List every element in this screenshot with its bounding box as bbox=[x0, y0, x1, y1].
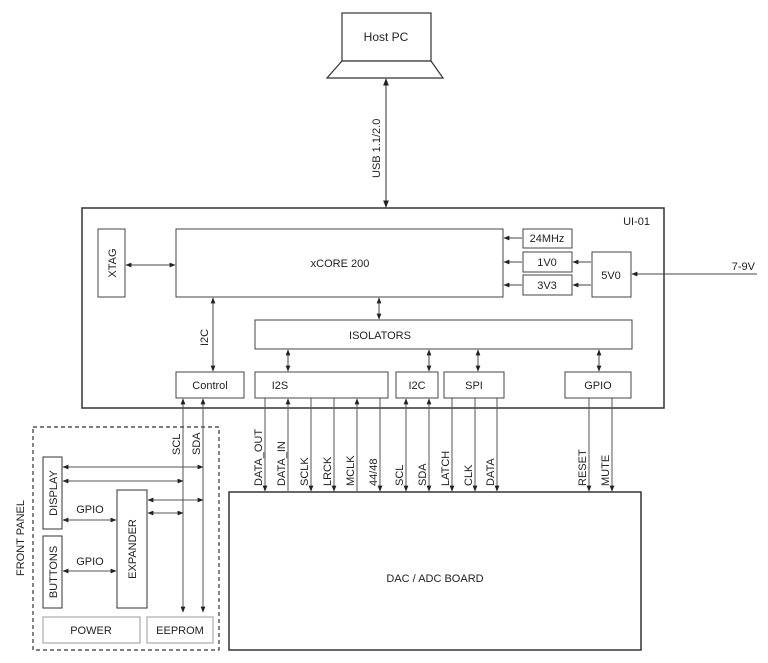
i2c-label: I2C bbox=[408, 380, 425, 392]
power-label: POWER bbox=[70, 625, 112, 637]
signal-labels: DATA_OUT DATA_IN SCLK LRCK MCLK 44/48 SC… bbox=[253, 429, 612, 486]
host-pc-keyboard bbox=[325, 60, 445, 79]
regulator-block bbox=[591, 251, 632, 298]
gpio-block bbox=[564, 371, 632, 399]
isolators-label: ISOLATORS bbox=[349, 330, 411, 342]
signal-label: SCLK bbox=[299, 457, 311, 486]
buttons-gpio-label: GPIO bbox=[76, 556, 104, 568]
display-block bbox=[42, 456, 63, 530]
control-label: Control bbox=[192, 380, 227, 392]
host-pc-label: Host PC bbox=[364, 30, 409, 44]
signal-lines bbox=[262, 398, 615, 492]
control-block bbox=[175, 371, 245, 399]
host-pc: Host PC bbox=[325, 12, 445, 79]
rail-1v0-block bbox=[522, 251, 573, 273]
board-name: UI-01 bbox=[623, 216, 650, 228]
i2c-block bbox=[395, 371, 439, 399]
usb-label: USB 1.1/2.0 bbox=[371, 119, 383, 178]
buttons-label: BUTTONS bbox=[48, 546, 60, 598]
display-gpio-label: GPIO bbox=[76, 504, 104, 516]
signal-label: MCLK bbox=[345, 455, 357, 486]
xcore-block bbox=[175, 228, 504, 298]
signal-label: 44/48 bbox=[368, 458, 380, 486]
power-block bbox=[42, 616, 141, 644]
control-sda-label: SDA bbox=[191, 432, 203, 455]
front-panel-label: FRONT PANEL bbox=[15, 500, 27, 576]
front-panel bbox=[32, 426, 220, 651]
signal-label: LATCH bbox=[440, 451, 452, 486]
signal-label: DATA bbox=[485, 458, 497, 486]
signal-label: DATA_IN bbox=[276, 441, 288, 486]
signal-label: SCL bbox=[394, 465, 406, 486]
expander-block bbox=[116, 489, 148, 609]
rail-3v3-label: 3V3 bbox=[537, 280, 557, 292]
spi-label: SPI bbox=[465, 380, 483, 392]
eeprom-label: EEPROM bbox=[156, 625, 204, 637]
isolators-block bbox=[254, 319, 633, 350]
spi-block bbox=[443, 371, 505, 399]
xcore-label: xCORE 200 bbox=[311, 258, 370, 270]
signal-label: MUTE bbox=[600, 455, 612, 486]
signal-label: DATA_OUT bbox=[253, 429, 265, 486]
display-label: DISPLAY bbox=[48, 470, 60, 516]
i2s-block bbox=[254, 371, 389, 399]
host-pc-screen bbox=[341, 12, 432, 62]
gpio-label: GPIO bbox=[584, 380, 612, 392]
power-input-label: 7-9V bbox=[732, 261, 756, 273]
expander-label: EXPANDER bbox=[127, 519, 139, 579]
regulator-label: 5V0 bbox=[601, 270, 621, 282]
xtag-block bbox=[97, 228, 126, 298]
control-scl-label: SCL bbox=[171, 434, 183, 455]
rail-1v0-label: 1V0 bbox=[537, 257, 557, 269]
signal-label: CLK bbox=[463, 464, 475, 486]
i2s-label: I2S bbox=[272, 380, 289, 392]
eeprom-block bbox=[146, 616, 214, 644]
signal-label: LRCK bbox=[322, 456, 334, 486]
dac-adc-board bbox=[228, 491, 642, 651]
buttons-block bbox=[42, 535, 63, 609]
xtag-label: XTAG bbox=[107, 248, 119, 277]
dac-adc-label: DAC / ADC BOARD bbox=[386, 573, 483, 585]
signal-label: SDA bbox=[417, 463, 429, 486]
clock-label: 24MHz bbox=[530, 233, 565, 245]
i2c-link-label: I2C bbox=[199, 329, 211, 346]
clock-block bbox=[522, 228, 573, 249]
rail-3v3-block bbox=[522, 274, 573, 296]
ui01-board bbox=[81, 207, 665, 409]
signal-label: RESET bbox=[577, 449, 589, 486]
